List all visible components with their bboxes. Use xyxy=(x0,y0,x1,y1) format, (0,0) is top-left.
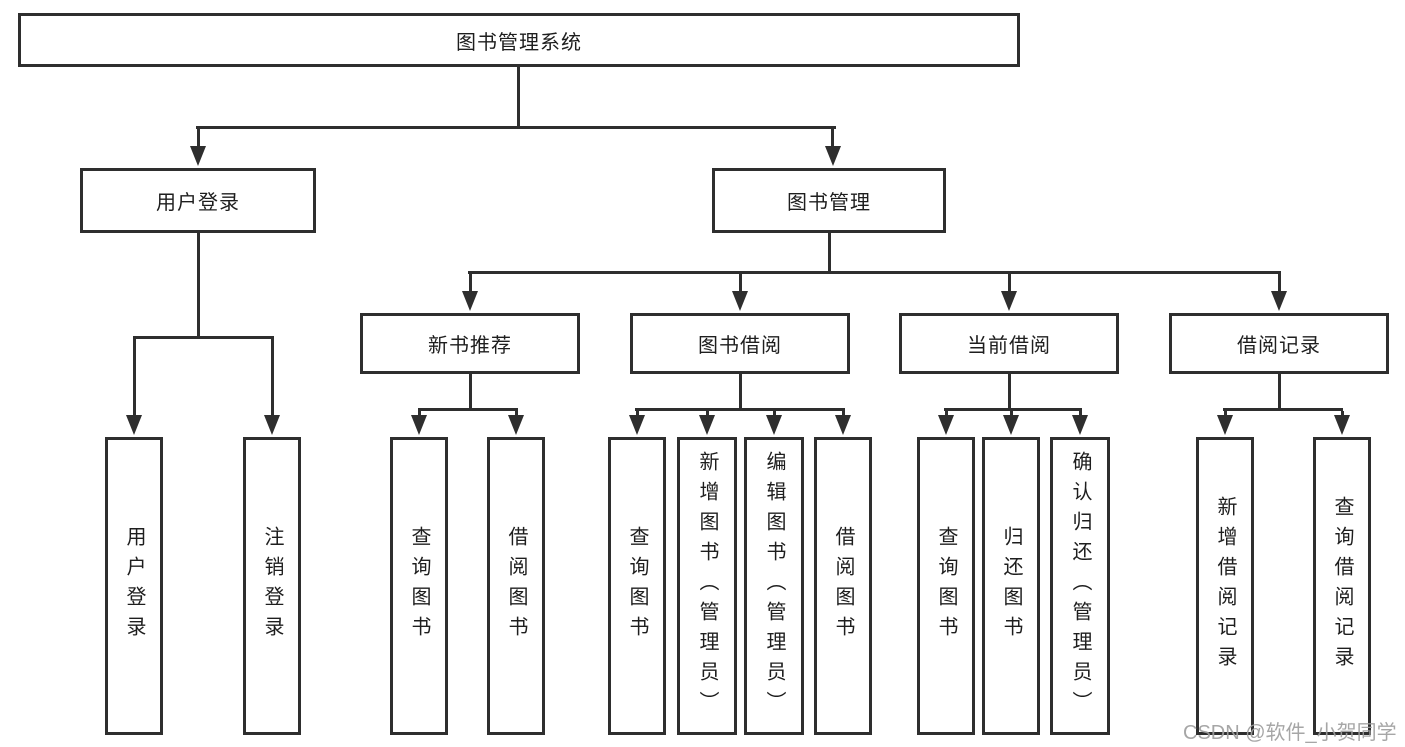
arrowhead-down xyxy=(1001,291,1017,311)
connector-line-v xyxy=(197,233,200,339)
connector-line-v xyxy=(706,411,709,417)
connector-line-v xyxy=(1079,411,1082,417)
arrowhead-down xyxy=(938,415,954,435)
node-current-borrowing: 当前借阅 xyxy=(899,313,1119,374)
arrowhead-down xyxy=(1217,415,1233,435)
leaf-query-borrow-record: 查询借阅记录 xyxy=(1313,437,1371,735)
connector-line-v xyxy=(197,129,200,148)
connector-line-h xyxy=(418,408,518,411)
arrowhead-down xyxy=(462,291,478,311)
leaf-query-books: 查询图书 xyxy=(608,437,666,735)
node-new-book-recommendation: 新书推荐 xyxy=(360,313,580,374)
connector-line-v xyxy=(773,411,776,417)
connector-line-v xyxy=(1008,274,1011,291)
connector-line-h xyxy=(468,271,1281,274)
connector-line-v xyxy=(517,67,520,126)
connector-line-v xyxy=(515,411,518,417)
connector-line-v xyxy=(739,374,742,411)
leaf-query-books: 查询图书 xyxy=(917,437,975,735)
connector-line-v xyxy=(842,411,845,417)
leaf-logout: 注销登录 xyxy=(243,437,301,735)
leaf-return-books: 归还图书 xyxy=(982,437,1040,735)
arrowhead-down xyxy=(629,415,645,435)
leaf-query-books: 查询图书 xyxy=(390,437,448,735)
connector-line-h xyxy=(133,336,274,339)
connector-line-v xyxy=(1008,374,1011,411)
arrowhead-down xyxy=(1334,415,1350,435)
connector-line-v xyxy=(945,411,948,417)
connector-line-h xyxy=(196,126,836,129)
arrowhead-down xyxy=(190,146,206,166)
leaf-borrow-books: 借阅图书 xyxy=(487,437,545,735)
leaf-edit-book-admin: 编辑图书（管理员） xyxy=(744,437,804,735)
connector-line-h xyxy=(944,408,1082,411)
arrowhead-down xyxy=(1003,415,1019,435)
connector-line-v xyxy=(1278,274,1281,291)
arrowhead-down xyxy=(766,415,782,435)
connector-line-v xyxy=(636,411,639,417)
leaf-add-book-admin: 新增图书（管理员） xyxy=(677,437,737,735)
connector-line-v xyxy=(1010,411,1013,417)
connector-line-v xyxy=(469,274,472,291)
arrowhead-down xyxy=(508,415,524,435)
leaf-borrow-books: 借阅图书 xyxy=(814,437,872,735)
connector-line-v xyxy=(1278,374,1281,411)
arrowhead-down xyxy=(264,415,280,435)
csdn-watermark: CSDN @软件_小贺同学 xyxy=(1183,722,1397,744)
connector-line-v xyxy=(418,411,421,417)
connector-line-h xyxy=(635,408,845,411)
connector-line-v xyxy=(739,274,742,291)
leaf-add-borrow-record: 新增借阅记录 xyxy=(1196,437,1254,735)
node-borrowing-records: 借阅记录 xyxy=(1169,313,1389,374)
leaf-user-login: 用户登录 xyxy=(105,437,163,735)
arrowhead-down xyxy=(699,415,715,435)
connector-line-v xyxy=(1341,411,1344,417)
connector-line-v xyxy=(828,233,831,274)
arrowhead-down xyxy=(732,291,748,311)
node-library-management-system: 图书管理系统 xyxy=(18,13,1020,67)
arrowhead-down xyxy=(1072,415,1088,435)
arrowhead-down xyxy=(126,415,142,435)
node-user-login: 用户登录 xyxy=(80,168,316,233)
connector-line-v xyxy=(133,339,136,415)
connector-line-v xyxy=(1224,411,1227,417)
node-book-borrowing: 图书借阅 xyxy=(630,313,850,374)
connector-line-v xyxy=(469,374,472,411)
arrowhead-down xyxy=(1271,291,1287,311)
node-book-management: 图书管理 xyxy=(712,168,946,233)
arrowhead-down xyxy=(825,146,841,166)
connector-line-v xyxy=(271,339,274,415)
arrowhead-down xyxy=(835,415,851,435)
arrowhead-down xyxy=(411,415,427,435)
connector-line-v xyxy=(831,129,834,148)
leaf-confirm-return-admin: 确认归还（管理员） xyxy=(1050,437,1110,735)
connector-line-h xyxy=(1223,408,1343,411)
